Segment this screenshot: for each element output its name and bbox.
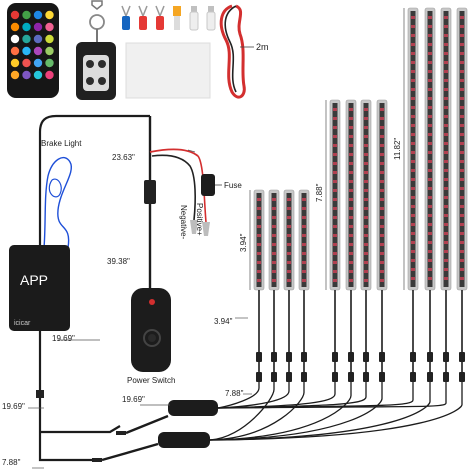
remote-button: [45, 34, 54, 44]
led-strip-icon: [345, 99, 357, 291]
remote-button: [33, 34, 43, 44]
led-strip-icon: [283, 189, 295, 291]
remote-button: [45, 70, 54, 80]
remote-button: [33, 10, 43, 20]
control-box-app-label: APP: [20, 272, 48, 288]
positive-label: Positive+: [195, 203, 204, 236]
remote-button: [10, 34, 20, 44]
ir-remote-icon: [7, 3, 59, 98]
remote-button: [45, 58, 54, 68]
led-strip-icon: [329, 99, 341, 291]
fuse-label: Fuse: [224, 181, 242, 190]
length-label-3-94-strip: 3.94": [239, 233, 248, 252]
control-box-brand-label: icicar: [14, 320, 31, 327]
fuse-holder-icon: [190, 174, 222, 236]
remote-button: [45, 46, 54, 56]
length-label-7-88-bottom: 7.88": [2, 458, 21, 467]
length-label-7-88-strip: 7.88": [315, 183, 324, 202]
remote-button: [22, 22, 31, 32]
length-label-19-69-left: 19.69": [2, 402, 25, 411]
remote-button: [45, 22, 54, 32]
led-strip-icon: [456, 7, 468, 291]
remote-button: [10, 22, 20, 32]
remote-button: [33, 58, 43, 68]
y-splitter-cable-icon: [101, 400, 218, 462]
remote-button: [45, 10, 54, 20]
remote-button: [22, 46, 31, 56]
led-strip-icon: [376, 99, 388, 291]
remote-button: [10, 70, 20, 80]
remote-button: [22, 10, 31, 20]
remote-button: [10, 58, 20, 68]
remote-button: [33, 22, 43, 32]
remote-button: [33, 46, 43, 56]
length-label-3-94-lead: 3.94": [214, 317, 233, 326]
remote-button: [10, 10, 20, 20]
length-label-19-69-box: 19.69": [52, 334, 75, 343]
power-switch-icon: [131, 288, 171, 372]
power-switch-label: Power Switch: [127, 376, 176, 385]
red-wire-coil-icon: [219, 4, 254, 99]
length-label-7-88-branch: 7.88": [225, 389, 244, 398]
wire-length-label: 2m: [256, 42, 269, 52]
led-strip-icon: [440, 7, 452, 291]
splitter-fanout-wires: [209, 290, 465, 441]
adhesive-pad-icon: [125, 42, 211, 99]
wire-terminals-icon: [121, 5, 216, 31]
length-label-11-82: 11.82": [393, 137, 402, 160]
remote-button: [22, 34, 31, 44]
remote-button: [33, 70, 43, 80]
led-strip-icon: [424, 7, 436, 291]
negative-label: Negative-: [179, 205, 188, 240]
led-strip-icon: [360, 99, 372, 291]
remote-button: [10, 46, 20, 56]
dimension-lines: [28, 8, 405, 469]
led-strip-icon: [298, 189, 310, 291]
brake-light-wire: [38, 114, 150, 249]
led-strip-icon: [253, 189, 265, 291]
led-strips-group: [253, 7, 468, 291]
power-harness: [144, 116, 207, 288]
remote-button: [22, 58, 31, 68]
control-box-icon: [9, 245, 70, 331]
led-strip-icon: [268, 189, 280, 291]
main-cable: [36, 331, 126, 462]
remote-button: [22, 70, 31, 80]
brake-light-label: Brake Light: [41, 139, 82, 148]
led-strip-icon: [407, 7, 419, 291]
length-label-39-38: 39.38": [107, 257, 130, 266]
length-label-23-63: 23.63": [112, 153, 135, 162]
length-label-19-69-mid: 19.69": [122, 395, 145, 404]
key-fob-icon: [76, 0, 116, 100]
